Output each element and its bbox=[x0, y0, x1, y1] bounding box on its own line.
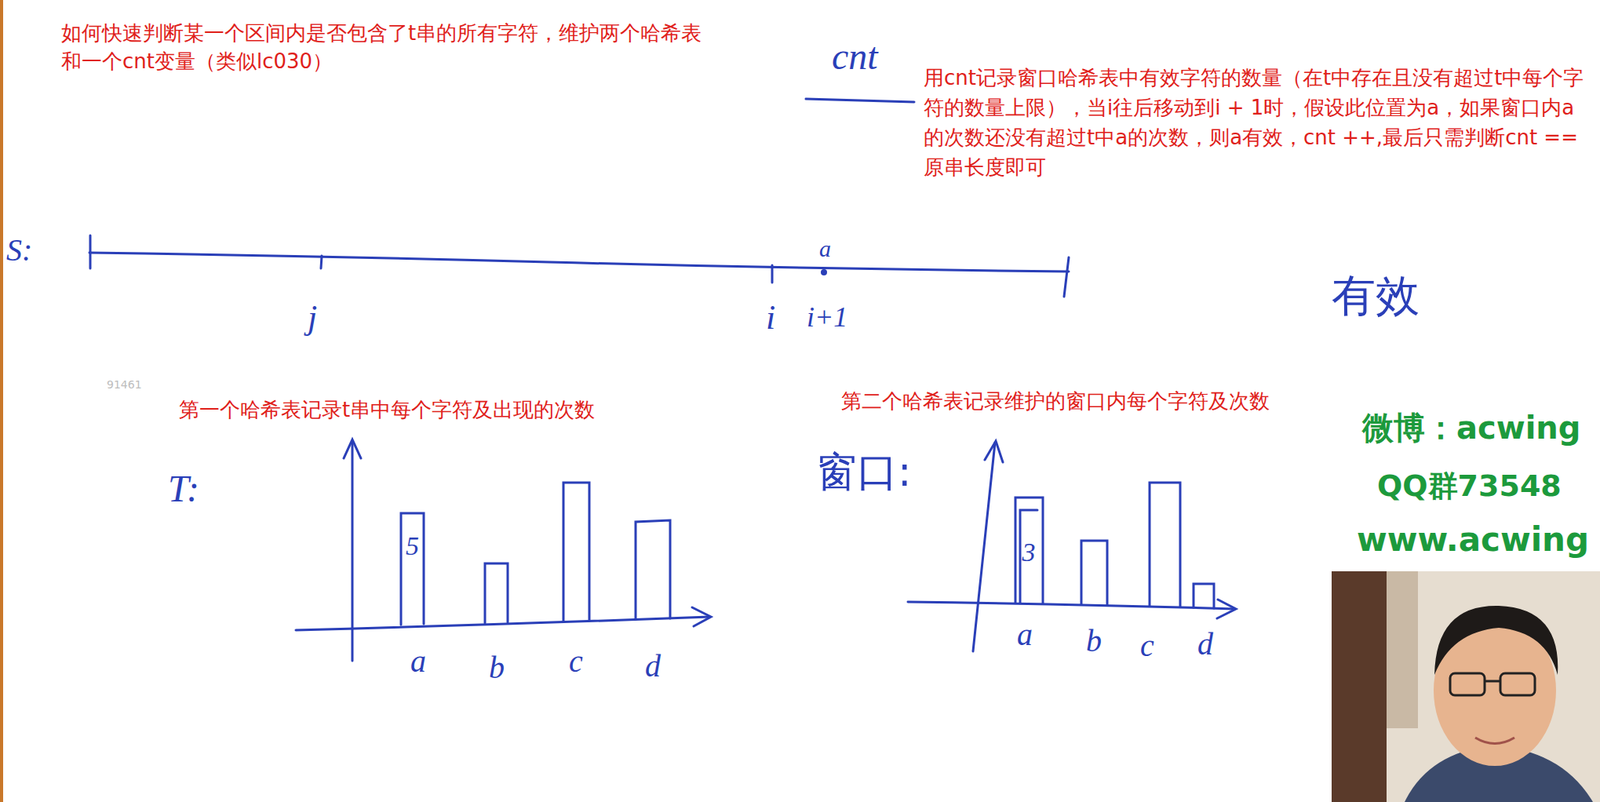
axis bbox=[973, 442, 995, 652]
webcam-picture bbox=[1331, 571, 1600, 802]
note-text: 用cnt记录窗口哈希表中有效字符的数量（在t中存在且没有超过t中每个字符的数量上… bbox=[923, 62, 1591, 183]
axis-char: a bbox=[1016, 616, 1033, 653]
note-text: 如何快速判断某一个区间内是否包含了t串的所有字符，维护两个哈希表和一个cnt变量… bbox=[61, 18, 721, 76]
pointer-label: i bbox=[765, 298, 776, 339]
note-text: 第二个哈希表记录维护的窗口内每个字符及次数 bbox=[841, 389, 1270, 414]
axis-char: d bbox=[645, 648, 661, 685]
count-number: 5 bbox=[405, 530, 420, 562]
arrowhead bbox=[1217, 599, 1236, 619]
pointer-label: i+1 bbox=[806, 301, 848, 334]
arrowhead bbox=[984, 441, 1003, 463]
char-label: a bbox=[819, 235, 831, 263]
bar bbox=[400, 513, 424, 625]
underline bbox=[805, 98, 915, 103]
watermark: www.acwing bbox=[1356, 521, 1590, 559]
table-name: 窗口: bbox=[816, 448, 912, 496]
bar bbox=[1015, 497, 1043, 604]
table-name: T: bbox=[167, 466, 200, 511]
bar bbox=[563, 482, 590, 622]
axis-char: b bbox=[488, 649, 505, 686]
count-number: 3 bbox=[1022, 536, 1036, 568]
string-name: S: bbox=[6, 232, 33, 269]
axis bbox=[907, 601, 1235, 609]
frame-edge bbox=[0, 0, 4, 802]
arrowhead bbox=[692, 607, 711, 627]
bar bbox=[635, 520, 671, 620]
tick bbox=[771, 265, 774, 283]
hair bbox=[1434, 605, 1558, 675]
bar bbox=[1081, 540, 1108, 606]
wall bbox=[1386, 571, 1418, 729]
bar bbox=[1193, 583, 1214, 609]
axis-char: c bbox=[568, 643, 584, 680]
mouth bbox=[1475, 737, 1515, 744]
bar bbox=[1149, 482, 1181, 607]
note-text: 第一个哈希表记录t串中每个字符及出现的次数 bbox=[178, 398, 595, 423]
variable-name: cnt bbox=[831, 34, 879, 78]
axis-char: d bbox=[1197, 626, 1214, 663]
ink-strokes bbox=[89, 98, 1236, 661]
webcam-ground bbox=[1331, 571, 1600, 802]
watermark: 91461 bbox=[106, 378, 143, 391]
bar-overdraw bbox=[1020, 510, 1038, 603]
bar bbox=[484, 563, 508, 624]
tick bbox=[89, 235, 92, 269]
watermark: 微博：acwing bbox=[1362, 409, 1581, 446]
arrowhead bbox=[343, 439, 361, 459]
position-dot bbox=[820, 269, 828, 276]
watermark: QQ群73548 bbox=[1377, 469, 1562, 504]
axis bbox=[295, 616, 710, 631]
axis-char: c bbox=[1140, 627, 1155, 664]
axis-char: a bbox=[410, 643, 427, 680]
glasses bbox=[1450, 673, 1535, 696]
furniture bbox=[1331, 571, 1387, 802]
axis-char: b bbox=[1086, 623, 1102, 660]
tick bbox=[1064, 257, 1069, 297]
tick bbox=[320, 255, 322, 269]
string-line bbox=[89, 252, 1069, 272]
handwritten-note: 有效 bbox=[1331, 270, 1420, 321]
pointer-label: j bbox=[307, 298, 318, 339]
